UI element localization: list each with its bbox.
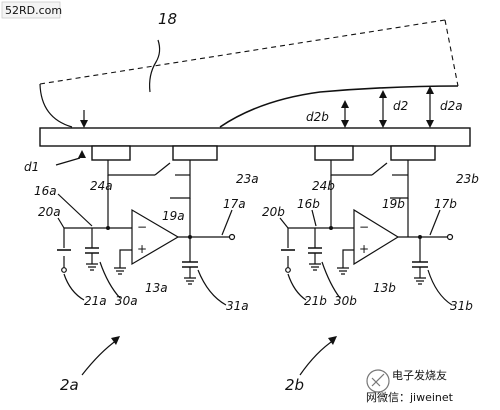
watermark-logo-icon: [366, 369, 390, 393]
plate-23b: [390, 145, 436, 161]
label-31a: 31a: [226, 299, 249, 313]
label-24b: 24b: [312, 179, 335, 193]
label-17a: 17a: [223, 197, 246, 211]
watermark-site-text: 52RD.com: [5, 4, 62, 17]
d2b-label: d2b: [306, 110, 329, 124]
label-13b: 13b: [373, 281, 396, 295]
d1-label: d1: [24, 160, 39, 174]
finger-label: 18: [158, 10, 177, 28]
label-17b: 17b: [434, 197, 457, 211]
finger-outline: 18: [39, 10, 459, 128]
label-23b: 23b: [456, 172, 479, 186]
footer-logo-text: 电子发烧友: [392, 368, 447, 382]
label-16a: 16a: [34, 184, 57, 198]
finger-leader-line: [149, 39, 161, 93]
switch-19a: [154, 162, 171, 176]
svg-text:+: +: [137, 242, 147, 256]
label-30a: 30a: [115, 294, 138, 308]
label-24a: 24a: [90, 179, 113, 193]
plate-24a: [91, 145, 131, 161]
label-21b: 21b: [304, 294, 327, 308]
label-31b: 31b: [450, 299, 473, 313]
switch-19b: [371, 162, 388, 176]
d2a-label: d2a: [440, 99, 463, 113]
d2-label: d2: [393, 99, 408, 113]
label-21a: 21a: [84, 294, 107, 308]
opamp-13a: [131, 208, 180, 266]
label-20a: 20a: [38, 205, 61, 219]
sensor-group-a: 24a 23a 19a − + 13a 17a 31a: [34, 145, 259, 394]
footer-wechat-text: 网微信：jiweinet: [366, 390, 454, 404]
label-2a: 2a: [60, 376, 79, 394]
opamp-13b: [353, 208, 400, 266]
svg-text:+: +: [359, 242, 369, 256]
footer-watermark: 电子发烧友 网微信：jiweinet: [366, 368, 454, 404]
plate-24b: [314, 145, 354, 161]
label-30b: 30b: [334, 294, 357, 308]
label-23a: 23a: [236, 172, 259, 186]
sensor-group-b: 24b 23b 19b − + 13b 17b 31b: [262, 145, 479, 394]
plate-23a: [172, 145, 218, 161]
label-13a: 13a: [145, 281, 168, 295]
svg-text:−: −: [137, 220, 147, 234]
label-16b: 16b: [297, 197, 320, 211]
svg-text:−: −: [359, 220, 369, 234]
label-19a: 19a: [162, 209, 185, 223]
watermark-logo: 52RD.com: [1, 1, 62, 19]
distance-arrows: d1 d2b d2 d2a: [24, 86, 463, 174]
label-19b: 19b: [382, 197, 405, 211]
label-20b: 20b: [262, 205, 285, 219]
substrate-bar: [39, 127, 471, 147]
label-2b: 2b: [285, 376, 304, 394]
